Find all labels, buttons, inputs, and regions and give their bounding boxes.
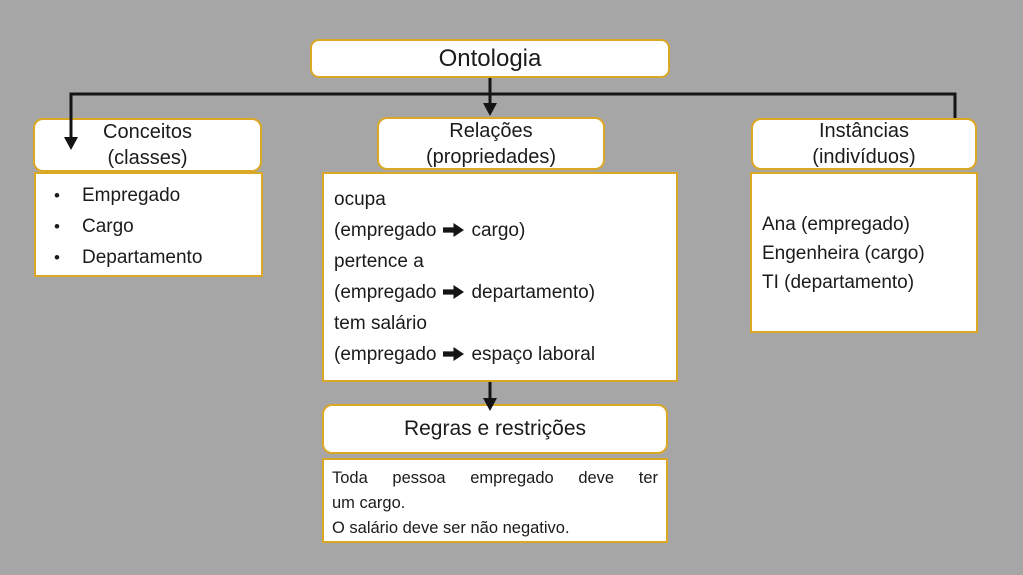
relation-range: cargo) — [471, 220, 526, 241]
instance-item: TI (departamento) — [762, 272, 915, 293]
instancias-title-line2: (indivíduos) — [812, 146, 916, 168]
list-item-label: Departamento — [82, 247, 203, 268]
relacoes-title-box: Relações (propriedades) — [377, 117, 605, 170]
conceitos-title-box: Conceitos (classes) — [33, 118, 262, 172]
ontologia-title: Ontologia — [438, 44, 542, 72]
relation-range: espaço laboral — [471, 344, 596, 365]
conceitos-title-line2: (classes) — [107, 147, 188, 169]
list-item: • Empregado — [54, 180, 257, 211]
bullet-icon: • — [54, 217, 60, 236]
instance-item: Ana (empregado) — [762, 214, 910, 235]
list-item-label: Empregado — [82, 185, 181, 206]
rule-line: O salário deve ser não negativo. — [332, 519, 570, 537]
relation-line: (empregado espaço laboral — [334, 339, 670, 370]
ontologia-node: Ontologia — [310, 39, 670, 78]
relacoes-title-line2: (propriedades) — [425, 145, 557, 168]
list-item: • Cargo — [54, 211, 257, 242]
relation-domain: (empregado — [334, 282, 437, 303]
bullet-icon: • — [54, 248, 60, 267]
rule-line: um cargo. — [332, 494, 406, 512]
relacoes-content-box: ocupa (empregado cargo) pertence a (empregad… — [322, 172, 678, 382]
relation-domain: (empregado — [334, 220, 437, 241]
instancias-content-box: Ana (empregado) Engenheira (cargo) TI (dep… — [750, 172, 978, 333]
relation-line: pertence a — [334, 251, 424, 272]
list-item-label: Cargo — [82, 216, 134, 237]
right-arrow-icon — [443, 347, 465, 361]
regras-title-box: Regras e restrições — [322, 404, 668, 454]
bullet-icon: • — [54, 186, 60, 205]
list-item: • Departamento — [54, 242, 257, 273]
instance-item: Engenheira (cargo) — [762, 243, 925, 264]
right-arrow-icon — [443, 223, 465, 237]
rule-line: Toda pessoa empregado deve ter — [332, 469, 658, 487]
instancias-title-box: Instâncias (indivíduos) — [751, 118, 977, 170]
relation-line: (empregado cargo) — [334, 215, 670, 246]
relation-domain: (empregado — [334, 344, 437, 365]
regras-content-box: Toda pessoa empregado deve ter um cargo. O… — [322, 458, 668, 543]
conceitos-title-line1: Conceitos — [103, 121, 192, 143]
relation-range: departamento) — [471, 282, 596, 303]
relation-line: (empregado departamento) — [334, 277, 670, 308]
relacoes-title-line1: Relações — [449, 119, 533, 142]
relation-line: tem salário — [334, 313, 427, 334]
conceitos-list-box: • Empregado • Cargo • Departamento — [34, 172, 263, 277]
regras-title-label: Regras e restrições — [403, 417, 587, 440]
right-arrow-icon — [443, 285, 465, 299]
down-arrow-icon — [483, 103, 497, 116]
instancias-title-line1: Instâncias — [818, 120, 910, 142]
relation-line: ocupa — [334, 189, 386, 210]
